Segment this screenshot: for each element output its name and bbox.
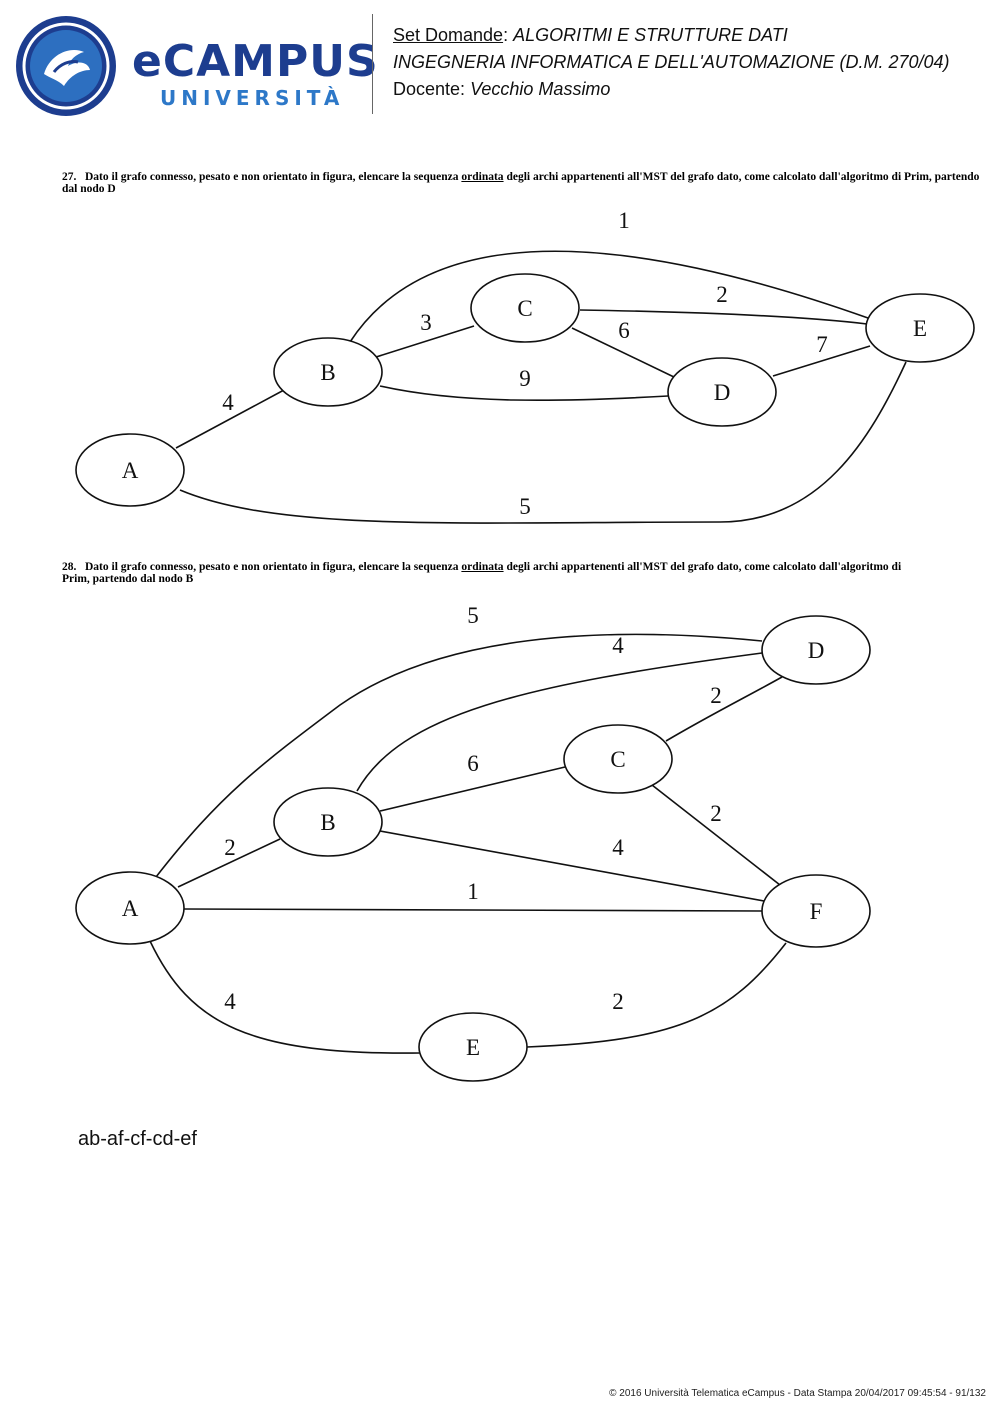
edge-weight: 9 bbox=[519, 366, 531, 391]
question-text: Dato il grafo connesso, pesato e non ori… bbox=[85, 561, 459, 573]
edge-a-e bbox=[179, 361, 907, 524]
node-f bbox=[761, 874, 871, 948]
node-c bbox=[563, 724, 673, 794]
edge-a-e bbox=[149, 940, 421, 1054]
edge-a-b bbox=[175, 389, 285, 449]
ecampus-logo-icon bbox=[16, 16, 116, 116]
header-info: Set Domande: ALGORITMI E STRUTTURE DATI … bbox=[393, 22, 950, 103]
edge-a-b bbox=[177, 838, 281, 888]
edge-weight: 4 bbox=[612, 633, 624, 658]
edge-c-d bbox=[571, 327, 677, 379]
edge-weight: 5 bbox=[467, 603, 479, 628]
set-label: Set Domande bbox=[393, 25, 504, 45]
question-number: 27. bbox=[62, 171, 77, 183]
edge-weight: 2 bbox=[224, 835, 236, 860]
header-course-line: INGEGNERIA INFORMATICA E DELL'AUTOMAZION… bbox=[393, 49, 950, 76]
edge-weight: 6 bbox=[618, 318, 630, 343]
edge-b-f bbox=[379, 830, 765, 902]
brand-wordmark: eCAMPUS bbox=[132, 36, 379, 87]
edge-a-f bbox=[183, 908, 763, 912]
edge-e-f bbox=[526, 942, 787, 1048]
node-label: E bbox=[913, 316, 927, 341]
page-footer: © 2016 Università Telematica eCampus - D… bbox=[609, 1388, 986, 1399]
node-label: F bbox=[810, 899, 823, 924]
edge-weight: 2 bbox=[710, 801, 722, 826]
node-label: C bbox=[517, 296, 532, 321]
course-name: INGEGNERIA INFORMATICA E DELL'AUTOMAZION… bbox=[393, 52, 950, 72]
question-text-after: degli archi appartenenti all'MST del gra… bbox=[62, 171, 980, 195]
edge-c-f bbox=[651, 784, 781, 886]
question-underlined: ordinata bbox=[461, 561, 504, 573]
edge-weight: 2 bbox=[612, 989, 624, 1014]
edge-weight: 2 bbox=[710, 683, 722, 708]
edge-weight: 3 bbox=[420, 310, 432, 335]
node-d bbox=[761, 615, 871, 685]
edge-b-c bbox=[379, 766, 566, 812]
edge-d-e bbox=[772, 345, 871, 377]
question-28: 28. Dato il grafo connesso, pesato e non… bbox=[62, 561, 922, 585]
header-set-line: Set Domande: ALGORITMI E STRUTTURE DATI bbox=[393, 25, 788, 45]
question-text-after: degli archi appartenenti all'MST del gra… bbox=[62, 561, 902, 585]
edge-weight: 4 bbox=[224, 989, 236, 1014]
node-label: D bbox=[714, 380, 731, 405]
answer-text: ab-af-cf-cd-ef bbox=[78, 1128, 197, 1150]
question-underlined: ordinata bbox=[461, 171, 504, 183]
node-b bbox=[273, 787, 383, 857]
node-b bbox=[273, 337, 383, 407]
edge-weight: 7 bbox=[816, 332, 828, 357]
edge-weight: 6 bbox=[467, 751, 479, 776]
edge-b-d bbox=[379, 385, 669, 402]
brand-subtitle: UNIVERSITÀ bbox=[160, 86, 345, 110]
page-header: eCAMPUS UNIVERSITÀ Set Domande: ALGORITM… bbox=[0, 0, 1000, 130]
set-title: ALGORITMI E STRUTTURE DATI bbox=[513, 25, 788, 45]
node-label: A bbox=[122, 458, 139, 483]
question-number: 28. bbox=[62, 561, 77, 573]
node-e bbox=[418, 1012, 528, 1082]
node-c bbox=[470, 273, 580, 343]
edge-weight: 1 bbox=[467, 879, 479, 904]
edge-a-d bbox=[155, 633, 763, 878]
node-label: B bbox=[320, 810, 335, 835]
node-e bbox=[865, 293, 975, 363]
edge-weight: 4 bbox=[222, 390, 234, 415]
edge-c-d bbox=[665, 676, 783, 742]
node-label: E bbox=[466, 1035, 480, 1060]
node-label: B bbox=[320, 360, 335, 385]
question-text: Dato il grafo connesso, pesato e non ori… bbox=[85, 171, 459, 183]
edge-weight: 2 bbox=[716, 282, 728, 307]
edge-weight: 5 bbox=[519, 494, 531, 519]
header-divider bbox=[372, 14, 373, 114]
edge-weight: 4 bbox=[612, 835, 624, 860]
edge-b-d bbox=[356, 652, 763, 792]
question-27: 27. Dato il grafo connesso, pesato e non… bbox=[62, 171, 988, 195]
edge-c-e bbox=[579, 309, 868, 325]
node-label: C bbox=[610, 747, 625, 772]
teacher-label: Docente: bbox=[393, 79, 466, 99]
node-label: D bbox=[808, 638, 825, 663]
node-d bbox=[667, 357, 777, 427]
graph-q28: A B C D E F 5 4 2 6 2 2 4 1 4 2 bbox=[75, 603, 871, 1082]
edge-b-e bbox=[349, 250, 869, 343]
teacher-name: Vecchio Massimo bbox=[470, 79, 611, 99]
node-a bbox=[75, 871, 185, 945]
edge-b-c bbox=[372, 325, 475, 359]
graph-q27: A B C D E 1 3 2 6 7 4 9 5 bbox=[75, 208, 975, 524]
node-a bbox=[75, 433, 185, 507]
edge-weight: 1 bbox=[618, 208, 630, 233]
node-label: A bbox=[122, 896, 139, 921]
header-teacher-line: Docente: Vecchio Massimo bbox=[393, 76, 950, 103]
